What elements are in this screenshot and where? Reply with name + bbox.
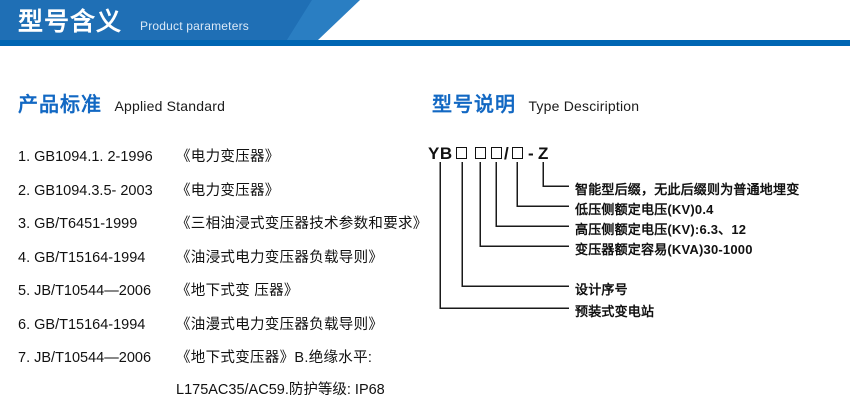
- section-heading-en: Applied Standard: [114, 98, 226, 114]
- model-code-box-3: [491, 147, 502, 159]
- standard-code: 3. GB/T6451-1999: [18, 216, 138, 232]
- standard-name: 《三相油浸式变压器技术参数和要求》: [176, 216, 428, 232]
- banner-main-shape: [0, 0, 481, 46]
- list-item: 1. GB1094.1. 2-1996 《电力变压器》: [18, 145, 438, 166]
- model-code-box-1: [456, 147, 467, 159]
- callout-suffix: 智能型后缀，无此后缀则为普通地埋变: [575, 182, 800, 197]
- model-code-dash: -: [528, 144, 534, 163]
- standard-name: 《电力变压器》: [176, 182, 280, 199]
- standard-name: 《地下式变压器》B.绝缘水平:: [176, 350, 373, 366]
- banner-wedge-shape: [287, 0, 360, 40]
- leader-lines: [439, 162, 569, 309]
- list-item: 5. JB/T10544—2006 《地下式变 压器》: [18, 279, 438, 300]
- standards-list: 1. GB1094.1. 2-1996 《电力变压器》 2. GB1094.3.…: [18, 145, 438, 399]
- list-item: 6. GB/T15164-1994 《油漫式电力变压器负载导则》: [18, 313, 438, 334]
- section-heading-en: Type Desciription: [528, 98, 640, 114]
- section-heading-cn: 产品标准: [18, 94, 102, 116]
- section-heading-cn: 型号说明: [432, 94, 516, 116]
- leader-suffix: [542, 170, 569, 187]
- leader-lv: [516, 170, 569, 207]
- section-heading-applied-standard: 产品标准 Applied Standard: [18, 88, 225, 117]
- model-code-diagram: YB / - Z 智能型后缀，无此后缀则为普通地埋变 低压侧额定电压(KV)0.…: [425, 140, 850, 340]
- standard-name: 《油漫式电力变压器负载导则》: [176, 316, 384, 333]
- model-code-slash: /: [504, 144, 509, 163]
- model-code-prefix: YB: [428, 144, 453, 163]
- callout-hv: 高压侧额定电压(KV):6.3、12: [575, 222, 747, 237]
- model-code-box-4: [512, 147, 523, 159]
- banner-title-cn: 型号含义: [18, 8, 123, 36]
- standard-code: 2. GB1094.3.5- 2003: [18, 182, 153, 199]
- model-code-box-2: [475, 147, 486, 159]
- standard-name: 《电力变压器》: [176, 149, 280, 165]
- standard-continuation-line: L175AC35/AC59.防护等级: IP68: [176, 381, 385, 398]
- list-item: 2. GB1094.3.5- 2003 《电力变压器》: [18, 179, 438, 200]
- list-item: 3. GB/T6451-1999 《三相油浸式变压器技术参数和要求》: [18, 212, 438, 233]
- leader-station: [439, 170, 569, 309]
- list-item: 4. GB/T15164-1994 《油浸式电力变压器负载导则》: [18, 246, 438, 267]
- standard-code: 7. JB/T10544—2006: [18, 350, 152, 366]
- callout-station: 预装式变电站: [575, 304, 655, 319]
- leader-capacity: [479, 170, 569, 247]
- list-item: 7. JB/T10544—2006 《地下式变压器》B.绝缘水平:: [18, 346, 438, 367]
- standard-code: 1. GB1094.1. 2-1996: [18, 149, 153, 165]
- banner-title-en: Product parameters: [140, 19, 249, 33]
- banner-shape: [0, 0, 850, 46]
- leader-hv: [495, 170, 569, 227]
- page-header-banner: 型号含义 Product parameters: [0, 0, 850, 50]
- standard-code: 4. GB/T15164-1994: [18, 249, 146, 266]
- callout-lv: 低压侧额定电压(KV)0.4: [575, 202, 714, 217]
- standard-name: 《地下式变 压器》: [176, 283, 299, 299]
- banner-bottom-bar: [0, 40, 850, 46]
- standard-code: 5. JB/T10544—2006: [18, 283, 152, 299]
- leader-design: [461, 170, 569, 287]
- model-code-suffix: Z: [538, 144, 549, 163]
- standard-name: 《油浸式电力变压器负载导则》: [176, 249, 384, 266]
- standard-code: 6. GB/T15164-1994: [18, 316, 146, 333]
- callout-design: 设计序号: [575, 282, 628, 297]
- callout-capacity: 变压器额定容易(KVA)30-1000: [575, 242, 753, 257]
- section-heading-type-description: 型号说明 Type Desciription: [432, 88, 639, 117]
